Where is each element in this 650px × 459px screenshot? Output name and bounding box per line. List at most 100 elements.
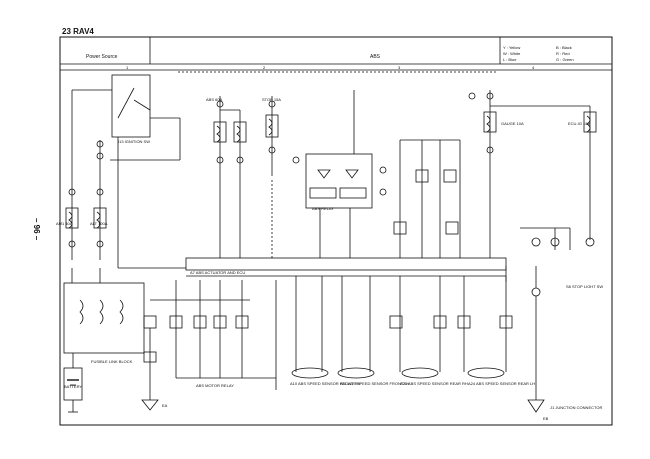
fuse-element [68,211,73,229]
speed-sensor-rr [401,367,439,379]
fuse-label: AM1 40A [56,221,73,226]
frame [59,36,613,426]
fuse-box [483,111,497,133]
connector [96,240,104,248]
connector [236,156,244,164]
column-number-2: 2 [263,65,266,70]
connector-block [389,315,403,329]
legend-item: R : Red [556,51,570,56]
fuse-element [268,118,273,136]
ground-symbol [141,399,159,411]
abs-ecu-label: A7 ABS ACTUATOR AND ECU [190,270,246,275]
fuse-element [486,115,491,133]
fuse-box [265,114,279,138]
switch-blade [133,99,151,111]
connector [468,92,476,100]
ignition-switch-label: I13 IGNITION SW [118,139,151,144]
connector [379,188,387,196]
speed-sensor-fr [291,367,329,379]
column-number-3: 3 [398,65,401,70]
fuse-box [93,207,107,229]
legend-item: W : White [503,51,521,56]
connector-block [415,169,429,183]
battery-label: BATTERY [64,384,83,389]
fuse-element [96,211,101,229]
relay-coil [339,187,367,199]
connector-block [393,221,407,235]
relay-coil [309,187,337,199]
section-label-abs: ABS [370,54,381,60]
relay-block [143,315,157,329]
connector-block [499,315,513,329]
fuse-element [99,299,104,325]
fuse-element [586,115,591,133]
legend-item: Y : Yellow [503,45,521,50]
connector-block [445,221,459,235]
legend-item: L : Blue [503,57,517,62]
ground-right-label: EB [543,416,549,421]
page-title: 23 RAV4 [62,27,94,36]
abs-relay-label: ABS RELAY [312,206,334,211]
diode [345,169,359,179]
abs-relay-box [305,153,373,209]
motor-relay-label: ABS MOTOR RELAY [196,383,234,388]
connector [68,188,76,196]
ignition-switch-box [111,74,151,138]
connector [292,156,300,164]
fuse-element [119,299,124,325]
sensor-fr-label: A10 ABS SPEED SENSOR FRONT RH [290,381,361,386]
ground-left-label: EA [162,403,168,408]
speed-sensor-fl [337,367,375,379]
fuse-box [65,207,79,229]
connector [585,237,595,247]
fuse-label: STOP 15A [262,97,281,102]
ground-symbol [527,399,545,413]
connector [550,237,560,247]
fuse-element [79,299,84,325]
connector-block [443,169,457,183]
fuse-box [583,111,597,133]
legend-item: G : Green [556,57,574,62]
column-number-1: 1 [126,65,129,70]
fuse-box [233,121,247,143]
section-label-power-source: Power Source [86,54,118,60]
connector [96,140,104,148]
connector-block [457,315,471,329]
stop-switch-label: S8 STOP LIGHT SW [566,284,604,289]
battery-box [63,367,83,401]
switch-blade [117,87,135,119]
speed-sensor-rl [467,367,505,379]
column-number-4: 4 [532,65,535,70]
fuse-label: GAUGE 10A [501,121,524,126]
fuse-element [216,125,221,143]
junction-label: J1 JUNCTION CONNECTOR [550,405,603,410]
connector [96,152,104,160]
sensor-rl-label: A24 ABS SPEED SENSOR REAR LH [468,381,536,386]
legend-item: B : Black [556,45,572,50]
connector-block [433,315,447,329]
connector [531,237,541,247]
diode [317,169,331,179]
fuse-label: ALT 100A [90,221,108,226]
connector [216,156,224,164]
connector [379,166,387,174]
fusible-link-label: FUSIBLE LINK BLOCK [91,359,133,364]
sensor-fl-label: A11 ABS SPEED SENSOR FRONT LH [340,381,410,386]
connector [216,100,224,108]
connector [486,92,494,100]
connector [531,287,541,297]
fusible-link-box [63,282,145,354]
connector [268,100,276,108]
connector-block [143,351,157,363]
connector [96,188,104,196]
abs-ecu-box [185,257,507,271]
fuse-label: ABS 60A [206,97,223,102]
fuse-box [213,121,227,143]
connector [268,146,276,154]
connector [486,146,494,154]
connector [68,240,76,248]
fuse-element [236,125,241,143]
sensor-rr-label: A25 ABS SPEED SENSOR REAR RH [400,381,468,386]
fuse-label: ECU-IG 15A [568,121,591,126]
